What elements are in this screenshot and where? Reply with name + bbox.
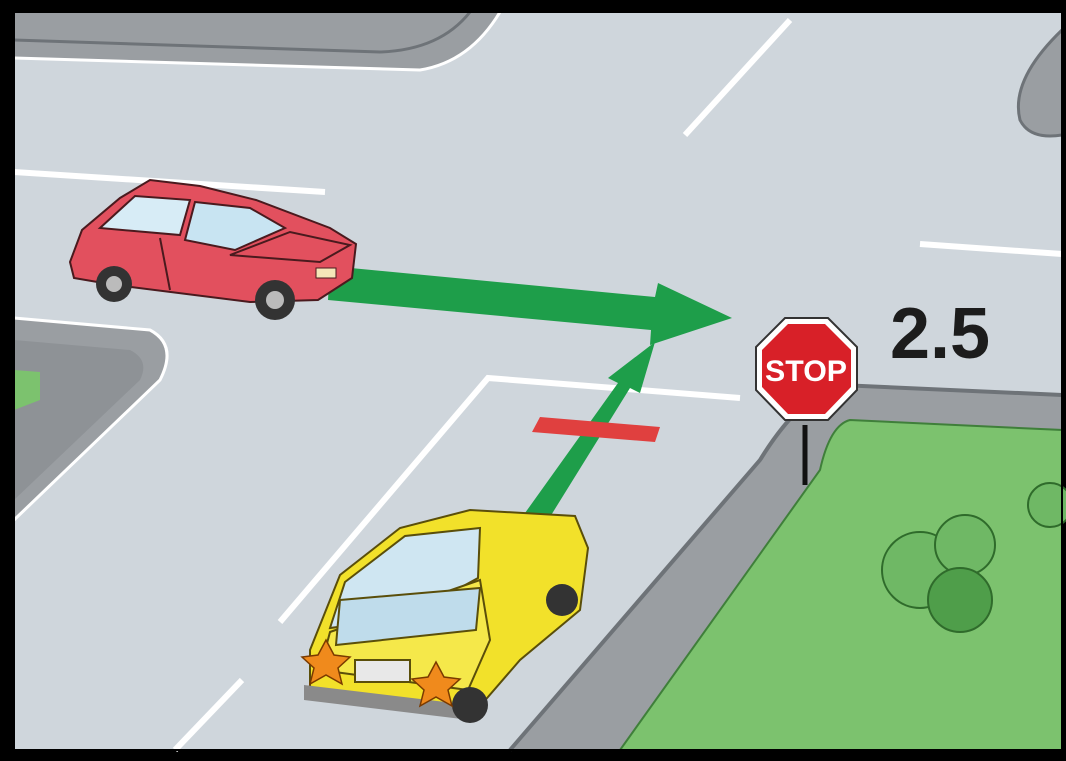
sidewalk-top-left [14, 12, 500, 70]
stop-sign-text: STOP [765, 355, 847, 388]
figure-label: 2.5 [890, 294, 990, 374]
